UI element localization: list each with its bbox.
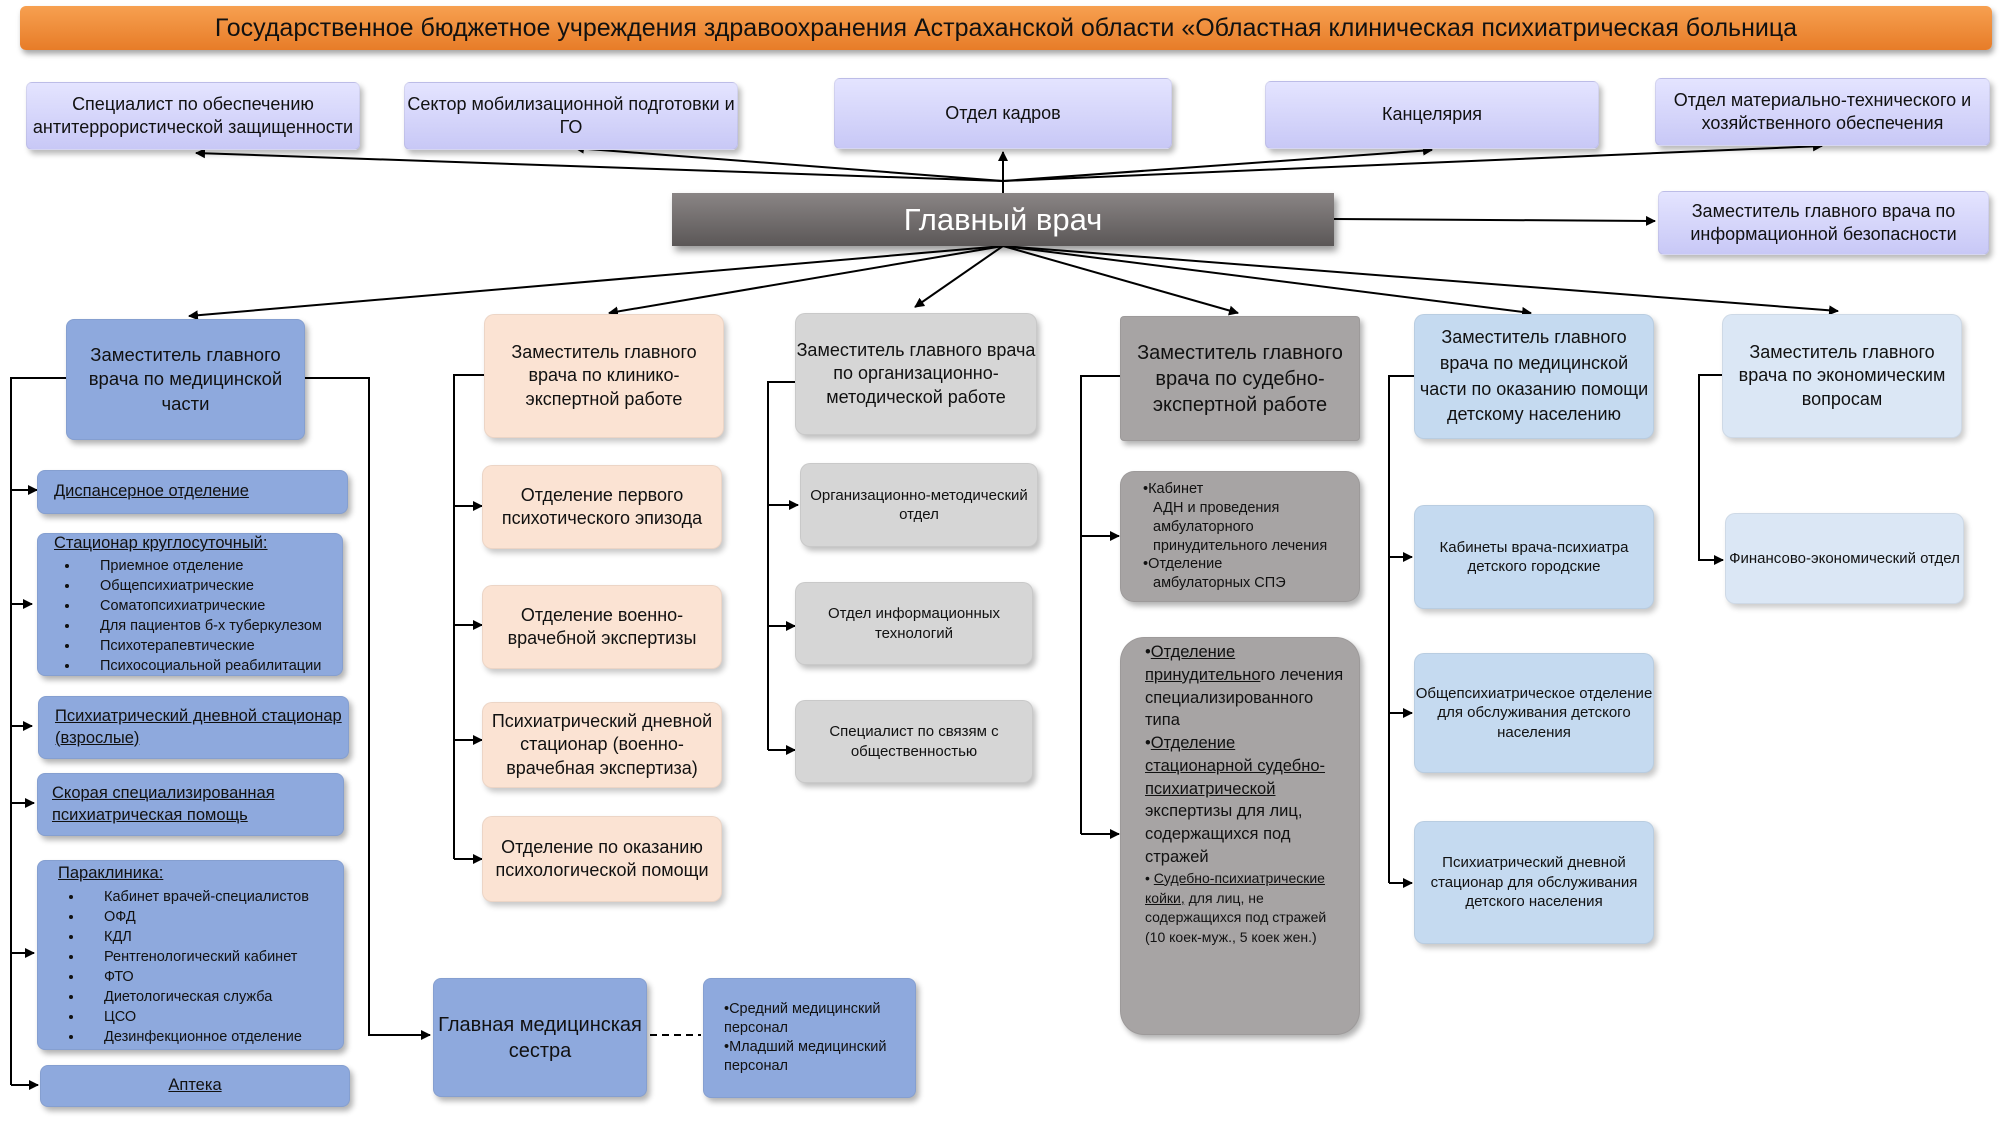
ambulance-box[interactable]: Скорая специализированная психиатрическа… — [37, 773, 344, 836]
forensic-outpatient-box[interactable]: •Кабинет АДН и проведения амбулаторного … — [1120, 471, 1360, 602]
paraclinic-box[interactable]: Параклиника: Кабинет врачей-специалистов… — [37, 860, 344, 1050]
list-item: ФТО — [84, 967, 309, 987]
military-medical-expertise-box[interactable]: Отделение военно-врачебной экспертизы — [482, 585, 722, 669]
forensic-inpatient-box[interactable]: •Отделение принудительного лечения специ… — [1120, 637, 1360, 1035]
list-item: Психосоциальной реабилитации — [80, 656, 322, 676]
list-item: Диетологическая служба — [84, 987, 309, 1007]
list-item: Рентгенологический кабинет — [84, 947, 309, 967]
deputy-children-box[interactable]: Заместитель главного врача по медицинско… — [1414, 314, 1654, 439]
forensic-line: •Отделение — [1143, 556, 1223, 573]
forensic-expertise-link[interactable]: Отделение стационарной судебно-психиатри… — [1145, 734, 1326, 798]
children-psychiatrist-offices-box[interactable]: Кабинеты врача-психиатра детского городс… — [1414, 505, 1654, 609]
list-item: ЦСО — [84, 1007, 309, 1027]
deputy-economics-box[interactable]: Заместитель главного врача по экономичес… — [1722, 314, 1962, 438]
bullet: • — [1145, 734, 1151, 753]
deputy-medical-box[interactable]: Заместитель главного врача по медицинско… — [66, 319, 305, 440]
chancellery-box[interactable]: Канцелярия — [1265, 81, 1599, 149]
list-item: КДЛ — [84, 927, 309, 947]
forensic-compulsory-treatment-item: •Отделение принудительного лечения специ… — [1145, 641, 1345, 732]
paraclinic-list: Кабинет врачей-специалистов ОФД КДЛ Рент… — [58, 887, 309, 1047]
dispensary-box[interactable]: Диспансерное отделение — [37, 470, 348, 514]
nurse-staff-line: •Средний медицинский персонал — [724, 1001, 881, 1037]
page-title: Государственное бюджетное учреждения здр… — [20, 6, 1992, 50]
org-method-department-box[interactable]: Организационно-методический отдел — [800, 463, 1038, 547]
hospital-departments-list: Приемное отделение Общепсихиатрические С… — [54, 556, 322, 676]
forensic-line: АДН и проведения амбулаторного принудите… — [1153, 499, 1328, 554]
list-item: Психотерапевтические — [80, 636, 322, 656]
mobilization-sector-box[interactable]: Сектор мобилизационной подготовки и ГО — [404, 82, 738, 150]
hr-department-box[interactable]: Отдел кадров — [834, 78, 1172, 149]
nurse-staff-box[interactable]: •Средний медицинский персонал •Младший м… — [703, 978, 916, 1098]
forensic-beds-text: для лиц, не содержащихся под стражей (10… — [1145, 889, 1327, 946]
paraclinic-title: Параклиника: — [58, 864, 164, 883]
round-the-clock-hospital-box[interactable]: Стационар круглосуточный: Приемное отдел… — [37, 533, 343, 676]
public-relations-specialist-box[interactable]: Специалист по связям с общественностью — [795, 700, 1033, 783]
list-item: ОФД — [84, 907, 309, 927]
compulsory-treatment-text: го лечения специализированного типа — [1145, 665, 1344, 730]
compulsory-treatment-link[interactable]: Отделение принудительно — [1145, 643, 1261, 684]
antiterror-specialist-box[interactable]: Специалист по обеспечению антитеррористи… — [26, 82, 360, 150]
head-nurse-box[interactable]: Главная медицинская сестра — [433, 978, 647, 1097]
deputy-forensic-box[interactable]: Заместитель главного врача по судебно-эк… — [1120, 316, 1360, 441]
list-item: Соматопсихиатрические — [80, 596, 322, 616]
forensic-beds-link[interactable]: Судебно-психиатрические койки, — [1145, 869, 1325, 906]
bullet: • — [1145, 643, 1151, 661]
list-item: Для пациентов б-х туберкулезом — [80, 616, 322, 636]
it-department-box[interactable]: Отдел информационных технологий — [795, 582, 1033, 665]
nurse-staff-line: •Младший медицинский персонал — [724, 1039, 887, 1074]
military-day-hospital-box[interactable]: Психиатрический дневной стационар (военн… — [482, 702, 722, 788]
bullet: • — [1145, 869, 1154, 886]
forensic-line: амбулаторных СПЭ — [1153, 575, 1286, 592]
forensic-line: •Кабинет — [1143, 480, 1204, 497]
list-item: Общепсихиатрические — [80, 576, 322, 596]
list-item: Кабинет врачей-специалистов — [84, 887, 309, 907]
pharmacy-box[interactable]: Аптека — [40, 1065, 350, 1107]
list-item: Приемное отделение — [80, 556, 322, 576]
hospital-title: Стационар круглосуточный: — [54, 533, 268, 552]
deputy-org-method-box[interactable]: Заместитель главного врача по организаци… — [795, 313, 1037, 435]
children-general-department-box[interactable]: Общепсихиатрическое отделение для обслуж… — [1414, 653, 1654, 773]
day-hospital-adults-box[interactable]: Психиатрический дневной стационар (взрос… — [38, 696, 349, 759]
deputy-clinical-expert-box[interactable]: Заместитель главного врача по клинико-эк… — [484, 314, 724, 438]
logistics-department-box[interactable]: Отдел материально-технического и хозяйст… — [1655, 78, 1990, 146]
chief-physician-box[interactable]: Главный врач — [672, 193, 1334, 246]
finance-department-box[interactable]: Финансово-экономический отдел — [1725, 513, 1964, 604]
list-item: Дезинфекционное отделение — [84, 1027, 309, 1047]
first-psychotic-episode-box[interactable]: Отделение первого психотического эпизода — [482, 465, 722, 549]
children-day-hospital-box[interactable]: Психиатрический дневной стационар для об… — [1414, 821, 1654, 944]
forensic-beds-item: • Судебно-психиатрические койки, для лиц… — [1145, 869, 1345, 949]
psychological-help-box[interactable]: Отделение по оказанию психологической по… — [482, 816, 722, 902]
forensic-expertise-item: •Отделение стационарной судебно-психиатр… — [1145, 732, 1345, 869]
info-security-deputy-box[interactable]: Заместитель главного врача по информацио… — [1658, 191, 1989, 255]
forensic-expertise-text: экспертизы для лиц, содержащихся под стр… — [1145, 802, 1303, 866]
